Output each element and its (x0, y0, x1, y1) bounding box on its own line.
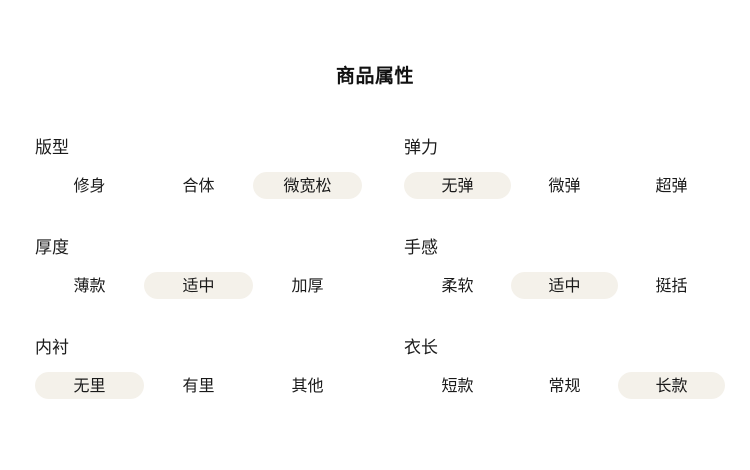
attribute-option[interactable]: 修身 (73, 176, 106, 195)
attribute-group-label: 内衬 (35, 338, 69, 358)
attribute-group-hand-feel: 手感柔软 适中 挺括 (397, 236, 750, 336)
attribute-group-label: 厚度 (35, 238, 69, 258)
attribute-options-row: 修身 合体 微宽松 (35, 172, 362, 199)
attribute-group-label: 手感 (404, 238, 438, 258)
attribute-options-row: 薄款 适中 加厚 (35, 272, 362, 299)
attribute-option-selected[interactable]: 无弹 (404, 172, 511, 199)
attribute-group-thickness: 厚度薄款 适中 加厚 (0, 236, 397, 336)
attribute-options-row: 无里 有里 其他 (35, 372, 362, 399)
attribute-group-label: 衣长 (404, 338, 438, 358)
attribute-option[interactable]: 微弹 (548, 176, 581, 195)
attribute-groups-grid: 版型修身 合体 微宽松 弹力无弹 微弹 超弹厚度薄款 适中 加厚 手感柔软 适中 挺括内衬无里 有里 其… (0, 136, 750, 436)
attribute-group-elasticity: 弹力无弹 微弹 超弹 (397, 136, 750, 236)
attribute-options-row: 柔软 适中 挺括 (404, 272, 725, 299)
attribute-option-selected[interactable]: 适中 (511, 272, 618, 299)
attribute-option[interactable]: 挺括 (655, 276, 688, 295)
attribute-option[interactable]: 合体 (182, 176, 215, 195)
attribute-group-garment-length: 衣长短款 常规 长款 (397, 336, 750, 436)
page-title: 商品属性 (335, 65, 414, 87)
attribute-option[interactable]: 其他 (291, 376, 324, 395)
attribute-option-selected[interactable]: 微宽松 (253, 172, 362, 199)
attribute-group-label: 弹力 (404, 138, 438, 158)
attribute-option-selected[interactable]: 适中 (144, 272, 253, 299)
attribute-option[interactable]: 短款 (441, 376, 474, 395)
attribute-group-fit: 版型修身 合体 微宽松 (0, 136, 397, 236)
attribute-option[interactable]: 柔软 (441, 276, 474, 295)
attribute-option-selected[interactable]: 长款 (618, 372, 725, 399)
attribute-option[interactable]: 加厚 (291, 276, 324, 295)
attribute-options-row: 无弹 微弹 超弹 (404, 172, 725, 199)
attribute-option[interactable]: 薄款 (73, 276, 106, 295)
attribute-option-selected[interactable]: 无里 (35, 372, 144, 399)
attribute-group-label: 版型 (35, 138, 69, 158)
attribute-options-row: 短款 常规 长款 (404, 372, 725, 399)
attribute-option[interactable]: 超弹 (655, 176, 688, 195)
attribute-option[interactable]: 有里 (182, 376, 215, 395)
attribute-option[interactable]: 常规 (548, 376, 581, 395)
attribute-group-lining: 内衬无里 有里 其他 (0, 336, 397, 436)
